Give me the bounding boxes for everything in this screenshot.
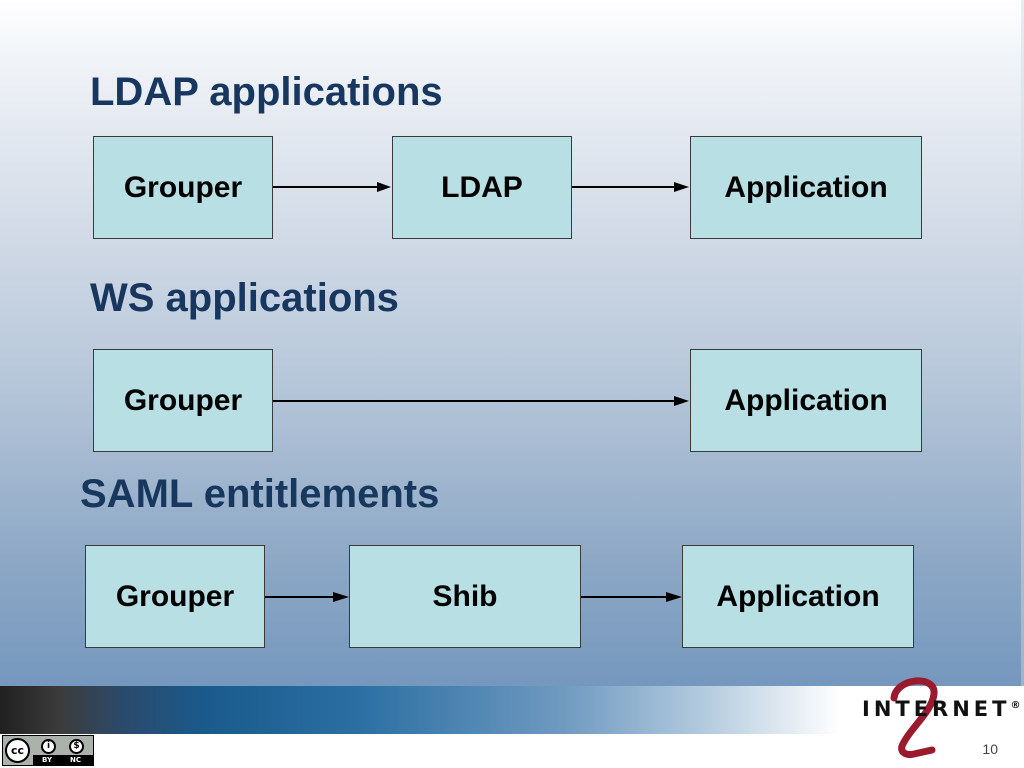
license-nc-label: NC (70, 756, 81, 764)
arrow-grouper-to-application (273, 396, 689, 406)
box-grouper-ws-flow: Grouper (93, 349, 273, 452)
arrow-ldap-to-application (572, 182, 689, 192)
arrow-shib-to-application (581, 592, 682, 602)
box-grouper-ldap-flow: Grouper (93, 136, 273, 239)
noncommercial-icon: $ (69, 739, 84, 754)
heading-ldap-applications: LDAP applications (90, 70, 443, 114)
slide-edge (1021, 0, 1024, 690)
license-by-label: BY (42, 756, 53, 764)
attribution-icon: i (41, 739, 56, 754)
footer-bottom (0, 734, 1024, 768)
page-number: 10 (982, 741, 998, 757)
cc-by-nc-icon: cc i $ BY NC (2, 735, 94, 766)
box-shib: Shib (349, 545, 581, 648)
license-strip (33, 755, 93, 765)
heading-ws-applications: WS applications (90, 276, 399, 320)
internet2-logo-mark-icon (890, 677, 938, 758)
arrow-grouper-to-shib (265, 592, 349, 602)
box-application-ldap-flow: Application (690, 136, 922, 239)
box-application-saml-flow: Application (682, 545, 914, 648)
box-grouper-saml-flow: Grouper (85, 545, 265, 648)
logo-registered-mark: ® (1010, 700, 1021, 711)
box-application-ws-flow: Application (690, 349, 922, 452)
footer-bar (0, 686, 1024, 734)
cc-icon: cc (5, 738, 30, 763)
arrow-grouper-to-ldap (273, 182, 391, 192)
internet2-logo: INTERNET® (862, 697, 1020, 721)
logo-wordmark: INTERNET (862, 697, 1011, 721)
heading-saml-entitlements: SAML entitlements (80, 472, 440, 516)
box-ldap: LDAP (392, 136, 572, 239)
